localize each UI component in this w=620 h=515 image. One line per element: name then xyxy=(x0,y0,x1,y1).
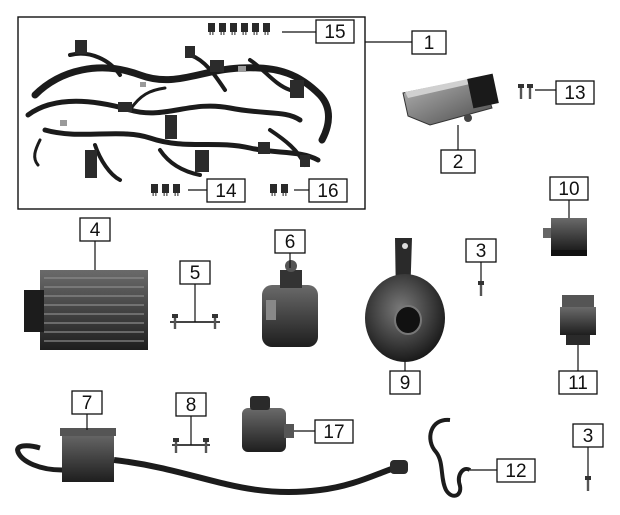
callout-3-upper-label: 3 xyxy=(476,241,487,262)
control-unit xyxy=(402,73,499,126)
callout-6: 6 xyxy=(274,229,306,254)
callout-13-label: 13 xyxy=(564,83,585,104)
callout-14: 14 xyxy=(206,178,246,203)
callout-13: 13 xyxy=(555,80,595,105)
harness-frame xyxy=(17,16,366,210)
callout-2: 2 xyxy=(440,149,476,174)
callout-2-label: 2 xyxy=(453,152,464,173)
horn xyxy=(365,238,445,362)
callout-12: 12 xyxy=(496,458,536,483)
fuses-15 xyxy=(208,23,270,35)
bolt-3-lower xyxy=(585,476,591,491)
callout-6-label: 6 xyxy=(285,232,296,253)
callout-9: 9 xyxy=(389,370,421,395)
callout-9-label: 9 xyxy=(400,373,411,394)
fuses-16 xyxy=(270,184,288,196)
callout-1-label: 1 xyxy=(424,33,435,54)
wiring-harness xyxy=(25,40,332,182)
callout-11: 11 xyxy=(558,370,598,395)
callout-17: 17 xyxy=(314,419,354,444)
connector-cap xyxy=(242,396,294,452)
callout-15-label: 15 xyxy=(324,22,345,43)
callout-14-label: 14 xyxy=(215,181,237,202)
callout-15: 15 xyxy=(315,19,355,44)
callout-4: 4 xyxy=(79,217,111,242)
callout-17-label: 17 xyxy=(323,422,344,443)
callout-4-label: 4 xyxy=(90,220,101,241)
callout-8-label: 8 xyxy=(186,395,197,416)
callout-12-label: 12 xyxy=(505,461,526,482)
relay-10 xyxy=(543,218,587,256)
callout-7-label: 7 xyxy=(82,393,93,414)
callout-11-label: 11 xyxy=(568,373,588,394)
ignition-coil xyxy=(15,428,408,496)
fuses-14 xyxy=(151,184,180,196)
callout-8: 8 xyxy=(175,392,207,417)
callout-7: 7 xyxy=(71,390,103,415)
connector-11 xyxy=(560,295,596,345)
callout-1: 1 xyxy=(411,30,447,55)
callout-5: 5 xyxy=(179,260,211,285)
starter-relay xyxy=(262,260,318,347)
callout-3-upper: 3 xyxy=(465,238,497,263)
callout-5-label: 5 xyxy=(190,263,201,284)
callout-16: 16 xyxy=(308,178,348,203)
callout-10: 10 xyxy=(549,176,589,201)
callout-10-label: 10 xyxy=(558,179,579,200)
callout-16-label: 16 xyxy=(317,181,338,202)
bolt-3-upper xyxy=(478,281,484,296)
leader-lines xyxy=(86,31,589,476)
regulator-rectifier xyxy=(24,270,148,350)
callout-3-lower: 3 xyxy=(572,423,604,448)
callout-3-lower-label: 3 xyxy=(583,426,594,447)
spring-clip xyxy=(428,417,472,498)
screws-13 xyxy=(518,84,533,99)
